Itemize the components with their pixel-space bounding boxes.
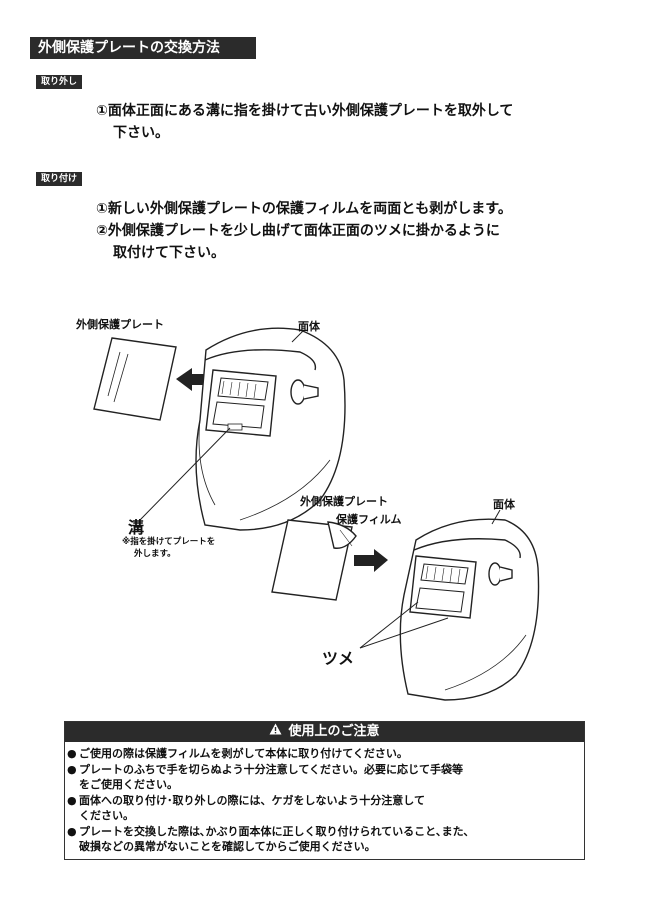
fig2-arrow-icon	[354, 549, 388, 572]
fig1-arrow-icon	[176, 368, 212, 391]
bullet-icon: ●	[67, 762, 77, 776]
removal-tag: 取り外し	[36, 75, 83, 89]
caution-item-text: ご使用の際は保護フィルムを剥がして本体に取り付けてください。	[79, 747, 408, 760]
fig1-plate-label: 外側保護プレート	[76, 318, 164, 331]
bullet-icon: ●	[67, 793, 77, 807]
fig2-body-label: 面体	[493, 498, 515, 511]
fig1-groove-note-line2: 外します。	[134, 549, 176, 559]
install-step-2-line2: 取付けて下さい。	[113, 245, 225, 261]
removal-step-1-line1: ①面体正面にある溝に指を掛けて古い外側保護プレートを取外して	[96, 103, 514, 119]
caution-item: ●面体への取り付け･取り外しの際には、ケガをしないよう十分注意して ください。	[67, 793, 584, 824]
fig2-plate	[271, 519, 357, 601]
page-title: 外側保護プレートの交換方法	[30, 37, 256, 59]
removal-step-1-line2: 下さい。	[113, 125, 169, 141]
caution-heading-text: 使用上のご注意	[288, 724, 380, 739]
caution-heading: 使用上のご注意	[65, 722, 584, 742]
fig1-helmet	[195, 327, 346, 531]
fig1-groove-note-line1: ※指を掛けてプレートを	[122, 537, 216, 547]
caution-item-text: 面体への取り付け･取り外しの際には、ケガをしないよう十分注意して	[79, 793, 425, 807]
caution-item-text: プレートのふちで手を切らぬよう十分注意してください。必要に応じて手袋等	[79, 762, 464, 776]
fig2-film-label: 保護フィルム	[336, 513, 402, 526]
warning-triangle-icon	[269, 723, 282, 735]
fig1-plate	[93, 337, 177, 421]
fig2-plate-label: 外側保護プレート	[300, 495, 388, 508]
fig2-tab-label: ツメ	[322, 649, 355, 668]
caution-item-text-cont: ください。	[79, 809, 134, 822]
caution-list: ●ご使用の際は保護フィルムを剥がして本体に取り付けてください。 ●プレートのふち…	[65, 742, 584, 855]
bullet-icon: ●	[67, 824, 77, 838]
install-step-2: ②外側保護プレートを少し曲げて面体正面のツメに掛かるように 取付けて下さい。	[96, 220, 500, 264]
fig1-groove-label: 溝	[128, 518, 145, 537]
fig1-body-label: 面体	[298, 320, 320, 333]
caution-item-text-cont: をご使用ください。	[79, 778, 178, 791]
install-tag: 取り付け	[36, 172, 83, 186]
fig1-groove-note: ※指を掛けてプレートを 外します。	[122, 536, 215, 560]
install-step-1: ①新しい外側保護プレートの保護フィルムを両面とも剥がします。	[96, 201, 512, 217]
caution-item-text-cont: 破損などの異常がないことを確認してからご使用ください。	[79, 840, 376, 853]
caution-item-text: プレートを交換した際は､かぶり面本体に正しく取り付けられていること､また､	[79, 824, 470, 838]
caution-item: ●プレートを交換した際は､かぶり面本体に正しく取り付けられていること､また､ 破…	[67, 824, 584, 855]
caution-item: ●ご使用の際は保護フィルムを剥がして本体に取り付けてください。	[67, 746, 584, 762]
bullet-icon: ●	[67, 747, 77, 760]
fig2-helmet	[399, 518, 540, 701]
caution-box: 使用上のご注意 ●ご使用の際は保護フィルムを剥がして本体に取り付けてください。 …	[64, 721, 585, 860]
removal-step-1: ①面体正面にある溝に指を掛けて古い外側保護プレートを取外して 下さい。	[96, 100, 513, 144]
install-step-2-line1: ②外側保護プレートを少し曲げて面体正面のツメに掛かるように	[96, 223, 500, 239]
caution-item: ●プレートのふちで手を切らぬよう十分注意してください。必要に応じて手袋等 をご使…	[67, 762, 584, 793]
